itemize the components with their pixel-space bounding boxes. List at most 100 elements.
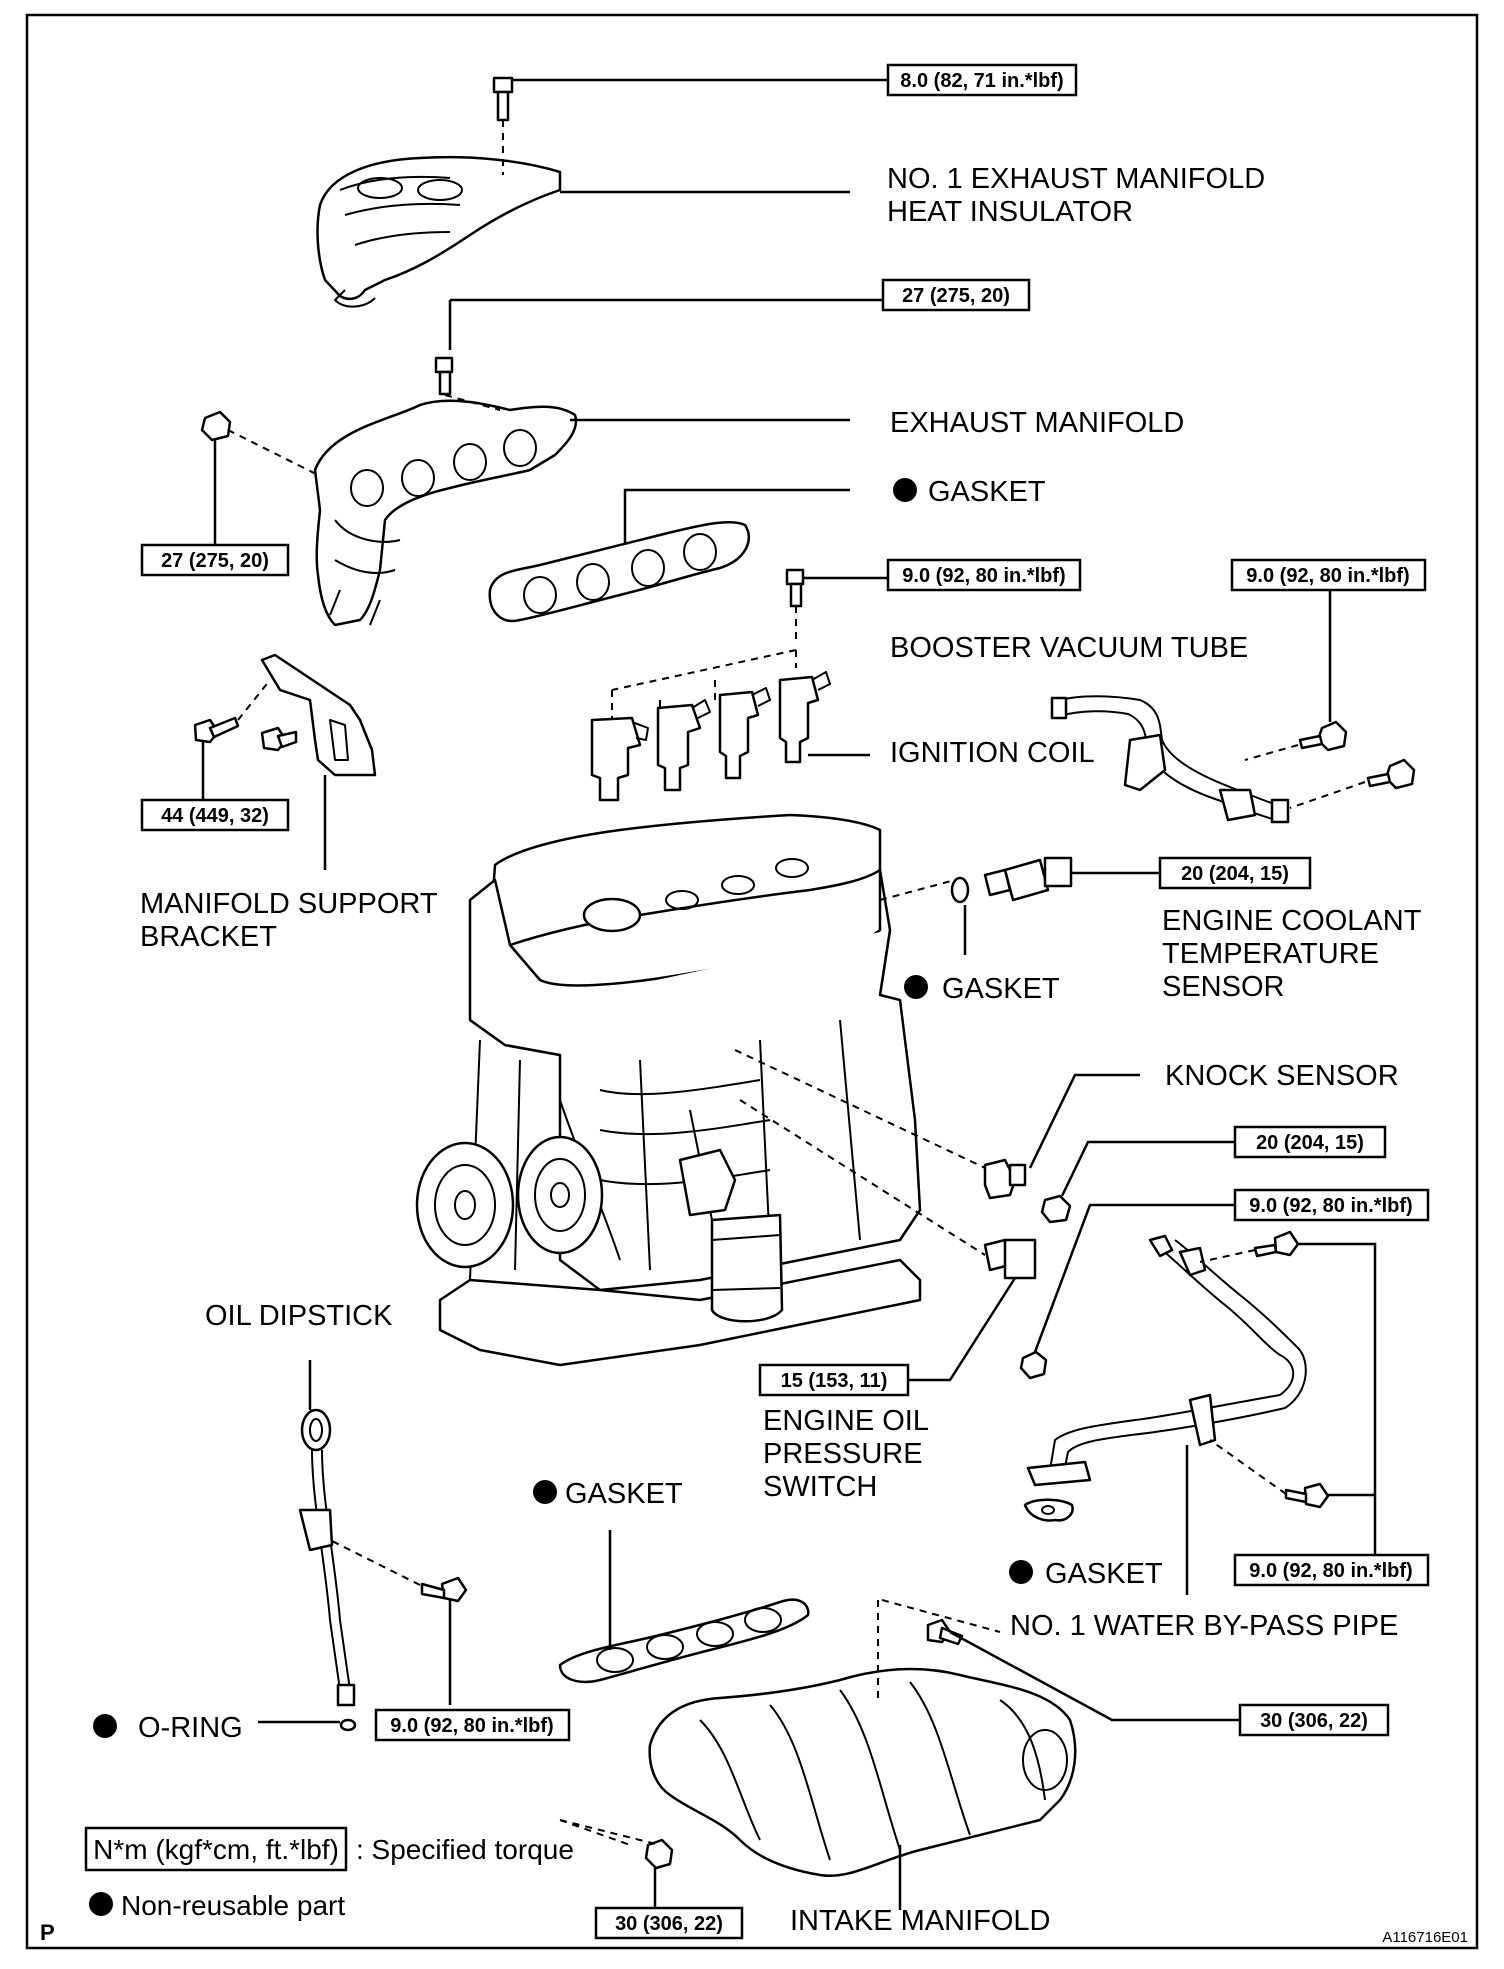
non-reusable-marker-icon [1009,1560,1033,1584]
part-label: GASKET [1045,1558,1163,1590]
torque-spec-box: 27 (275, 20) [881,278,1031,312]
torque-spec-box: 9.0 (92, 80 in.*lbf) [886,558,1082,592]
torque-spec-box: 9.0 (92, 80 in.*lbf) [1233,1553,1430,1587]
part-label: BOOSTER VACUUM TUBE [890,632,1248,664]
legend-unit-box [84,1826,348,1872]
knock-sensor-part [983,1158,1027,1200]
legend-non-reusable: Non-reusable part [121,1890,345,1921]
torque-spec-box: 20 (204, 15) [1158,856,1312,890]
non-reusable-marker-icon [89,1892,113,1916]
torque-spec-box: 8.0 (82, 71 in.*lbf) [886,63,1078,97]
non-reusable-marker-icon [904,975,928,999]
part-label: OIL DIPSTICK [205,1300,393,1332]
torque-spec-box: 30 (306, 22) [594,1906,744,1940]
water-pipe-gasket-part [1023,1498,1074,1522]
part-label: ENGINE OIL [763,1405,929,1437]
vacuum-tube-bolt-1-icon [1298,720,1348,752]
part-label: SENSOR [1162,971,1284,1003]
torque-spec-box: 9.0 (92, 80 in.*lbf) [374,1708,571,1742]
part-label: GASKET [565,1478,683,1510]
corner-letter: P [40,1920,55,1945]
torque-spec-box: 20 (204, 15) [1233,1125,1387,1159]
part-label: MANIFOLD SUPPORT [140,888,438,920]
diagram-frame [25,13,1479,1950]
water-bypass-pipe-part [1026,1234,1307,1487]
water-pipe-bolt-1-icon [1253,1230,1300,1258]
part-label: KNOCK SENSOR [1165,1060,1399,1092]
svg-text:9.0 (92, 80 in.*lbf): 9.0 (92, 80 in.*lbf) [390,1715,553,1737]
svg-text:30 (306, 22): 30 (306, 22) [615,1913,723,1935]
ignition-coil-bolt-icon [785,568,805,608]
svg-text:9.0 (92, 80 in.*lbf): 9.0 (92, 80 in.*lbf) [1246,565,1409,587]
torque-spec-box: 9.0 (92, 80 in.*lbf) [1233,1188,1430,1222]
water-pipe-bolt-2-icon [1284,1482,1330,1509]
knock-sensor-nut-icon [1040,1194,1072,1224]
heat-insulator-bolt-icon [492,76,514,122]
vacuum-tube-bolt-2-icon [1366,758,1416,790]
svg-text:9.0 (92, 80 in.*lbf): 9.0 (92, 80 in.*lbf) [902,565,1065,587]
part-label: INTAKE MANIFOLD [790,1905,1051,1937]
exhaust-manifold-part [313,399,578,627]
part-label: ENGINE COOLANT [1162,905,1422,937]
non-reusable-marker-icon [533,1480,557,1504]
bracket-bolt-icon [193,716,240,744]
part-label: GASKET [928,476,1046,508]
coolant-sensor-gasket-part [950,876,970,904]
part-label: NO. 1 EXHAUST MANIFOLD [887,163,1265,195]
o-ring-part [339,1718,357,1732]
part-label: NO. 1 WATER BY-PASS PIPE [1010,1610,1398,1642]
non-reusable-marker-icon [893,478,917,502]
non-reusable-marker-icon [93,1714,117,1738]
svg-text:30 (306, 22): 30 (306, 22) [1260,1710,1368,1732]
torque-spec-box: 9.0 (92, 80 in.*lbf) [1230,558,1427,592]
water-pipe-nut-icon [1019,1350,1048,1380]
legend-unit-text: N*m (kgf*cm, ft.*lbf) [93,1834,339,1865]
svg-text:20 (204, 15): 20 (204, 15) [1181,863,1289,885]
part-label: HEAT INSULATOR [887,196,1133,228]
oil-pressure-switch-part [983,1238,1037,1280]
part-label: SWITCH [763,1471,877,1503]
exhaust-manifold-nut-icon [200,410,232,442]
figure-id: A116716E01 [1382,1929,1468,1946]
legend: N*m (kgf*cm, ft.*lbf) : Specified torque… [84,1826,574,1921]
svg-text:9.0 (92, 80 in.*lbf): 9.0 (92, 80 in.*lbf) [1249,1195,1412,1217]
ignition-coil-1-part [590,716,649,802]
ignition-coil-4-part [778,671,831,764]
intake-gasket-part [558,1598,810,1684]
booster-vacuum-tube-part [1050,695,1290,824]
svg-text:20 (204, 15): 20 (204, 15) [1256,1132,1364,1154]
part-label: IGNITION COIL [890,737,1095,769]
dipstick-bolt-icon [420,1576,468,1603]
ignition-coil-3-part [718,687,771,780]
heat-insulator-part [316,155,562,308]
part-label: BRACKET [140,921,277,953]
bracket-bolt-2-icon [260,726,298,752]
intake-manifold-part [648,1667,1077,1878]
svg-text:27 (275, 20): 27 (275, 20) [161,550,269,572]
torque-spec-box: 27 (275, 20) [140,543,290,577]
exhaust-gasket-part [488,520,751,623]
ignition-coil-2-part [656,699,711,792]
engine-block-part [415,813,922,1367]
part-label: TEMPERATURE [1162,938,1379,970]
svg-text:8.0 (82, 71 in.*lbf): 8.0 (82, 71 in.*lbf) [900,70,1063,92]
exhaust-manifold-bolt-icon [434,356,454,396]
intake-manifold-bolt-icon [926,1618,964,1646]
legend-specified-torque: : Specified torque [356,1834,574,1865]
part-label: PRESSURE [763,1438,923,1470]
svg-text:9.0 (92, 80 in.*lbf): 9.0 (92, 80 in.*lbf) [1249,1560,1412,1582]
coolant-temperature-sensor-part [983,856,1073,902]
oil-dipstick-part [298,1408,356,1707]
torque-spec-box: 44 (449, 32) [140,798,290,832]
intake-manifold-nut-icon [644,1838,674,1870]
part-label: O-RING [138,1712,243,1744]
svg-text:44 (449, 32): 44 (449, 32) [161,805,269,827]
part-label: GASKET [942,973,1060,1005]
torque-spec-box: 15 (153, 11) [758,1363,910,1397]
manifold-support-bracket-part [260,653,377,777]
svg-text:15 (153, 11): 15 (153, 11) [781,1370,888,1392]
torque-spec-box: 30 (306, 22) [1238,1703,1390,1737]
svg-text:27 (275, 20): 27 (275, 20) [902,285,1010,307]
